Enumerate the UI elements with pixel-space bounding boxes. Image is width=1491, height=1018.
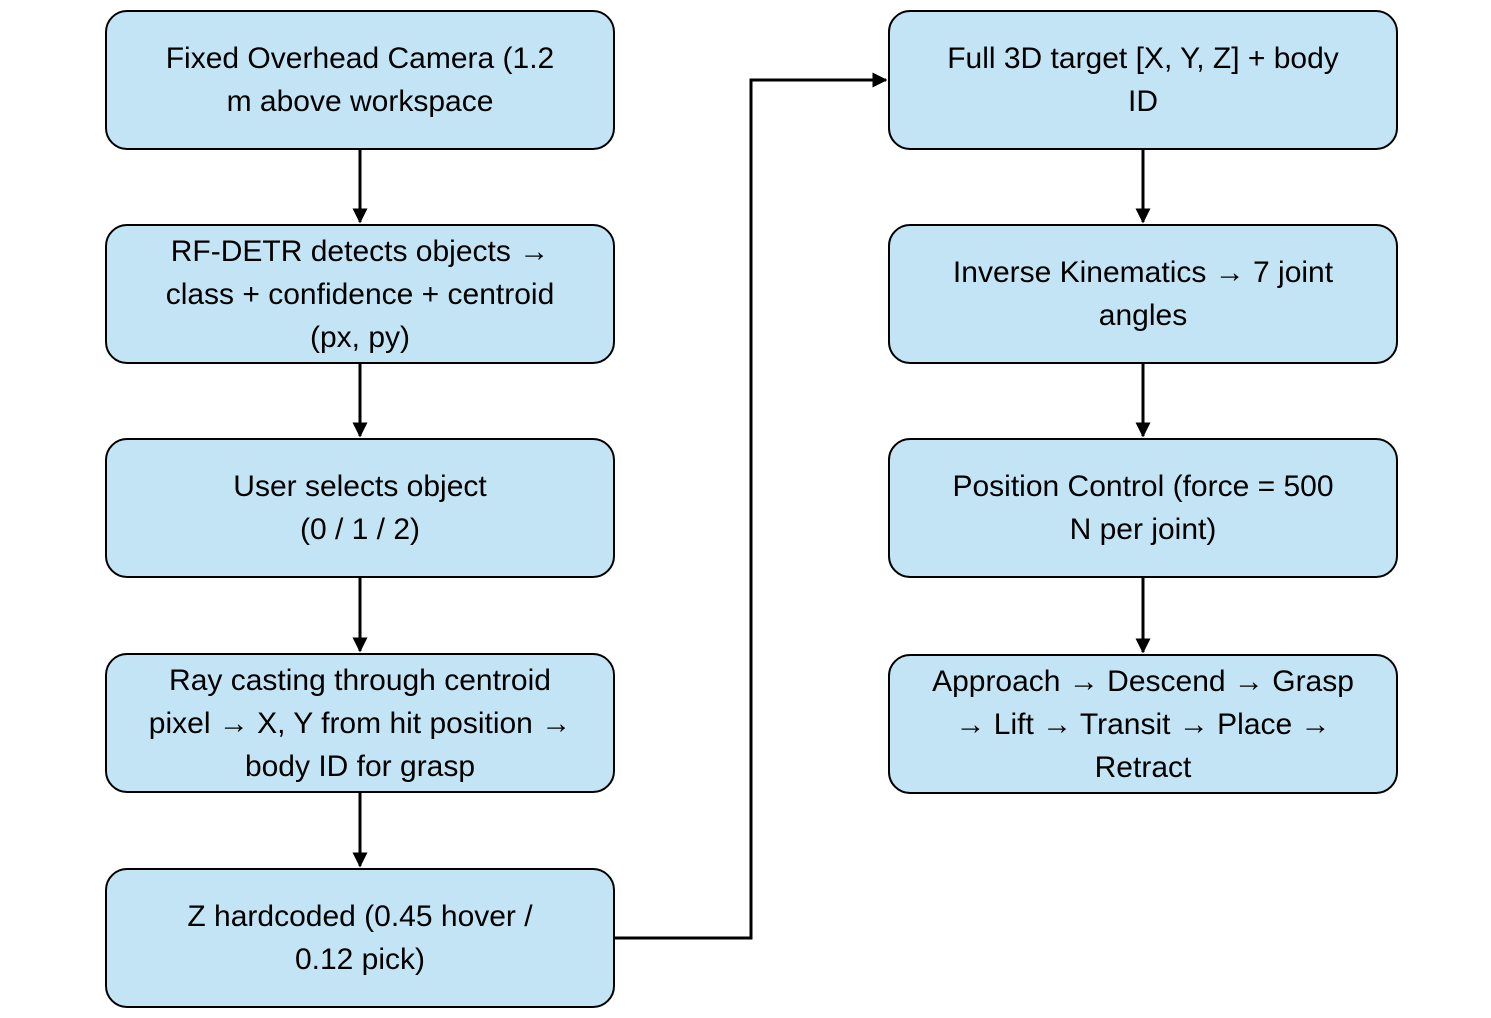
node-z-hardcoded: Z hardcoded (0.45 hover / 0.12 pick) — [105, 868, 615, 1008]
node-pick-place-sequence: Approach → Descend → Grasp → Lift → Tran… — [888, 654, 1398, 794]
node-rf-detr-detection: RF-DETR detects objects → class + confid… — [105, 224, 615, 364]
node-label: Z hardcoded (0.45 hover / 0.12 pick) — [187, 900, 533, 976]
arrow-zhard-to-target — [615, 72, 888, 940]
node-label: Fixed Overhead Camera (1.2 m above works… — [165, 42, 555, 118]
node-label: Full 3D target [X, Y, Z] + body ID — [947, 42, 1339, 118]
node-label: User selects object (0 / 1 / 2) — [233, 470, 487, 546]
node-label: Ray casting through centroid pixel → X, … — [148, 663, 572, 783]
node-label: RF-DETR detects objects → class + confid… — [165, 234, 555, 354]
node-ray-casting: Ray casting through centroid pixel → X, … — [105, 653, 615, 793]
node-label: Approach → Descend → Grasp → Lift → Tran… — [932, 664, 1354, 784]
node-full-3d-target: Full 3D target [X, Y, Z] + body ID — [888, 10, 1398, 150]
node-inverse-kinematics: Inverse Kinematics → 7 joint angles — [888, 224, 1398, 364]
node-user-selects-object: User selects object (0 / 1 / 2) — [105, 438, 615, 578]
node-overhead-camera: Fixed Overhead Camera (1.2 m above works… — [105, 10, 615, 150]
node-position-control: Position Control (force = 500 N per join… — [888, 438, 1398, 578]
node-label: Inverse Kinematics → 7 joint angles — [952, 256, 1334, 332]
node-label: Position Control (force = 500 N per join… — [952, 470, 1334, 546]
